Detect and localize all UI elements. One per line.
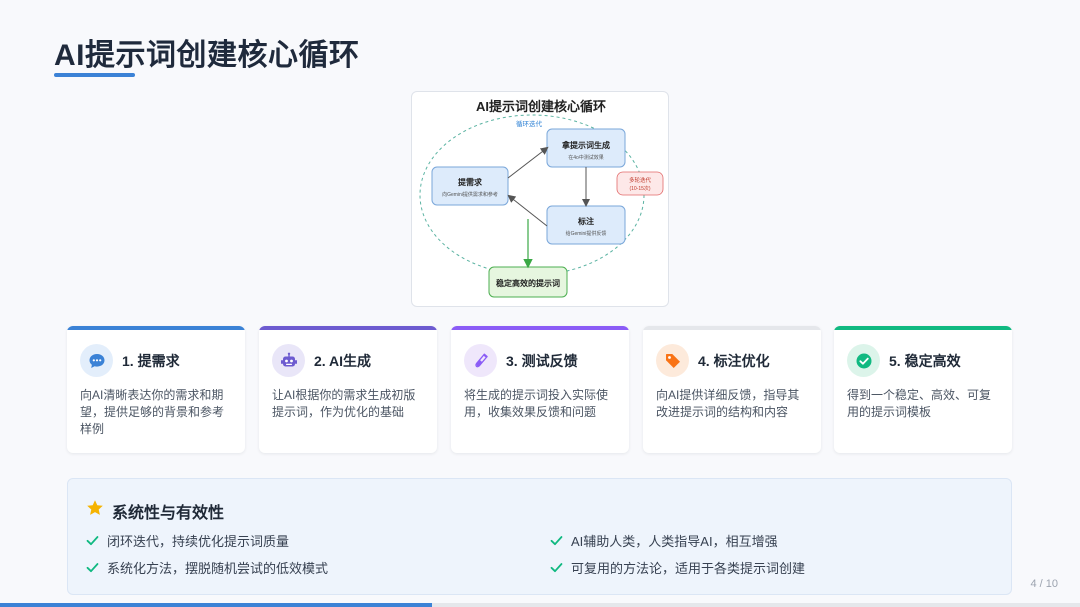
cycle-diagram: AI提示词创建核心循环 循环迭代 提需求 向Gemini提供需求和参考 拿提示词…: [411, 91, 669, 307]
check-icon: [550, 561, 563, 574]
check-icon: [550, 534, 563, 547]
cycle-diagram-svg: AI提示词创建核心循环 循环迭代 提需求 向Gemini提供需求和参考 拿提示词…: [419, 99, 664, 298]
step-desc: 得到一个稳定、高效、可复用的提示词模板: [847, 388, 992, 419]
step-card-2: 2. AI生成 让AI根据你的需求生成初版提示词，作为优化的基础: [259, 326, 437, 453]
steps-row: 1. 提需求 向AI清晰表达你的需求和期望，提供足够的背景和参考样例 2. AI…: [67, 326, 1012, 453]
step-title: 5. 稳定高效: [889, 353, 961, 369]
step-title: 2. AI生成: [314, 353, 372, 369]
step-card-5-bar: [834, 326, 1012, 330]
node-generate-sub: 在4o中测试效果: [568, 154, 604, 161]
summary-item: AI辅助人类，人类指导AI，相互增强: [550, 531, 778, 550]
step-desc: 让AI根据你的需求生成初版提示词，作为优化的基础: [272, 388, 416, 419]
title-underline: [54, 73, 135, 77]
summary-item: 系统化方法，摆脱随机尝试的低效模式: [86, 558, 328, 577]
step-card-1: 1. 提需求 向AI清晰表达你的需求和期望，提供足够的背景和参考样例: [67, 326, 245, 453]
node-iterate-line2: (10-15次): [629, 185, 650, 192]
test-tube-icon: [464, 344, 497, 377]
check-icon: [86, 534, 99, 547]
page-title: AI提示词创建核心循环: [54, 39, 360, 72]
step-card-3-bar: [451, 326, 629, 330]
diagram-title: AI提示词创建核心循环: [476, 99, 606, 114]
node-request-sub: 向Gemini提供需求和参考: [442, 191, 498, 198]
star-icon: [86, 499, 104, 522]
summary-item-text: 闭环迭代，持续优化提示词质量: [107, 534, 290, 549]
arrow-annotate-request: [507, 194, 548, 227]
step-desc: 向AI提供详细反馈，指导其改进提示词的结构和内容: [656, 388, 800, 419]
node-annotate-sub: 给Gemini提供反馈: [566, 230, 607, 237]
step-desc: 将生成的提示词投入实际使用，收集效果反馈和问题: [464, 388, 609, 419]
summary-item-text: 系统化方法，摆脱随机尝试的低效模式: [107, 561, 329, 576]
node-iterate-line1: 多轮迭代: [629, 176, 652, 184]
step-title: 1. 提需求: [122, 353, 180, 369]
arrow-request-generate: [507, 146, 549, 179]
step-desc: 向AI清晰表达你的需求和期望，提供足够的背景和参考样例: [80, 388, 225, 436]
summary-panel: 系统性与有效性 闭环迭代，持续优化提示词质量 系统化方法，摆脱随机尝试的低效模式…: [67, 478, 1012, 595]
summary-item-text: 可复用的方法论，适用于各类提示词创建: [571, 561, 806, 576]
step-title: 3. 测试反馈: [506, 353, 578, 369]
step-card-4-bar: [643, 326, 821, 330]
summary-title: 系统性与有效性: [112, 505, 225, 522]
progress-bar: [0, 603, 1080, 607]
node-request-title: 提需求: [458, 177, 483, 187]
node-iterate: [616, 171, 664, 196]
step-card-2-bar: [259, 326, 437, 330]
node-final-title: 稳定高效的提示词: [496, 278, 560, 288]
step-card-4: 4. 标注优化 向AI提供详细反馈，指导其改进提示词的结构和内容: [643, 326, 821, 453]
progress-bar-fill: [0, 603, 432, 607]
check-icon: [86, 561, 99, 574]
step-card-1-bar: [67, 326, 245, 330]
page-number: 4 / 10: [1030, 578, 1058, 590]
chat-bubble-icon: [80, 344, 113, 377]
node-request: [431, 166, 509, 206]
summary-item-text: AI辅助人类，人类指导AI，相互增强: [571, 534, 778, 549]
summary-item: 可复用的方法论，适用于各类提示词创建: [550, 558, 805, 577]
tag-icon: [656, 344, 689, 377]
step-title: 4. 标注优化: [698, 353, 770, 369]
loop-label: 循环迭代: [516, 119, 543, 128]
step-card-5: 5. 稳定高效 得到一个稳定、高效、可复用的提示词模板: [834, 326, 1012, 453]
node-annotate-title: 标注: [577, 216, 594, 226]
step-card-3: 3. 测试反馈 将生成的提示词投入实际使用，收集效果反馈和问题: [451, 326, 629, 453]
node-generate-title: 拿提示词生成: [561, 140, 610, 150]
summary-item: 闭环迭代，持续优化提示词质量: [86, 531, 289, 550]
robot-icon: [272, 344, 305, 377]
check-circle-icon: [847, 344, 880, 377]
